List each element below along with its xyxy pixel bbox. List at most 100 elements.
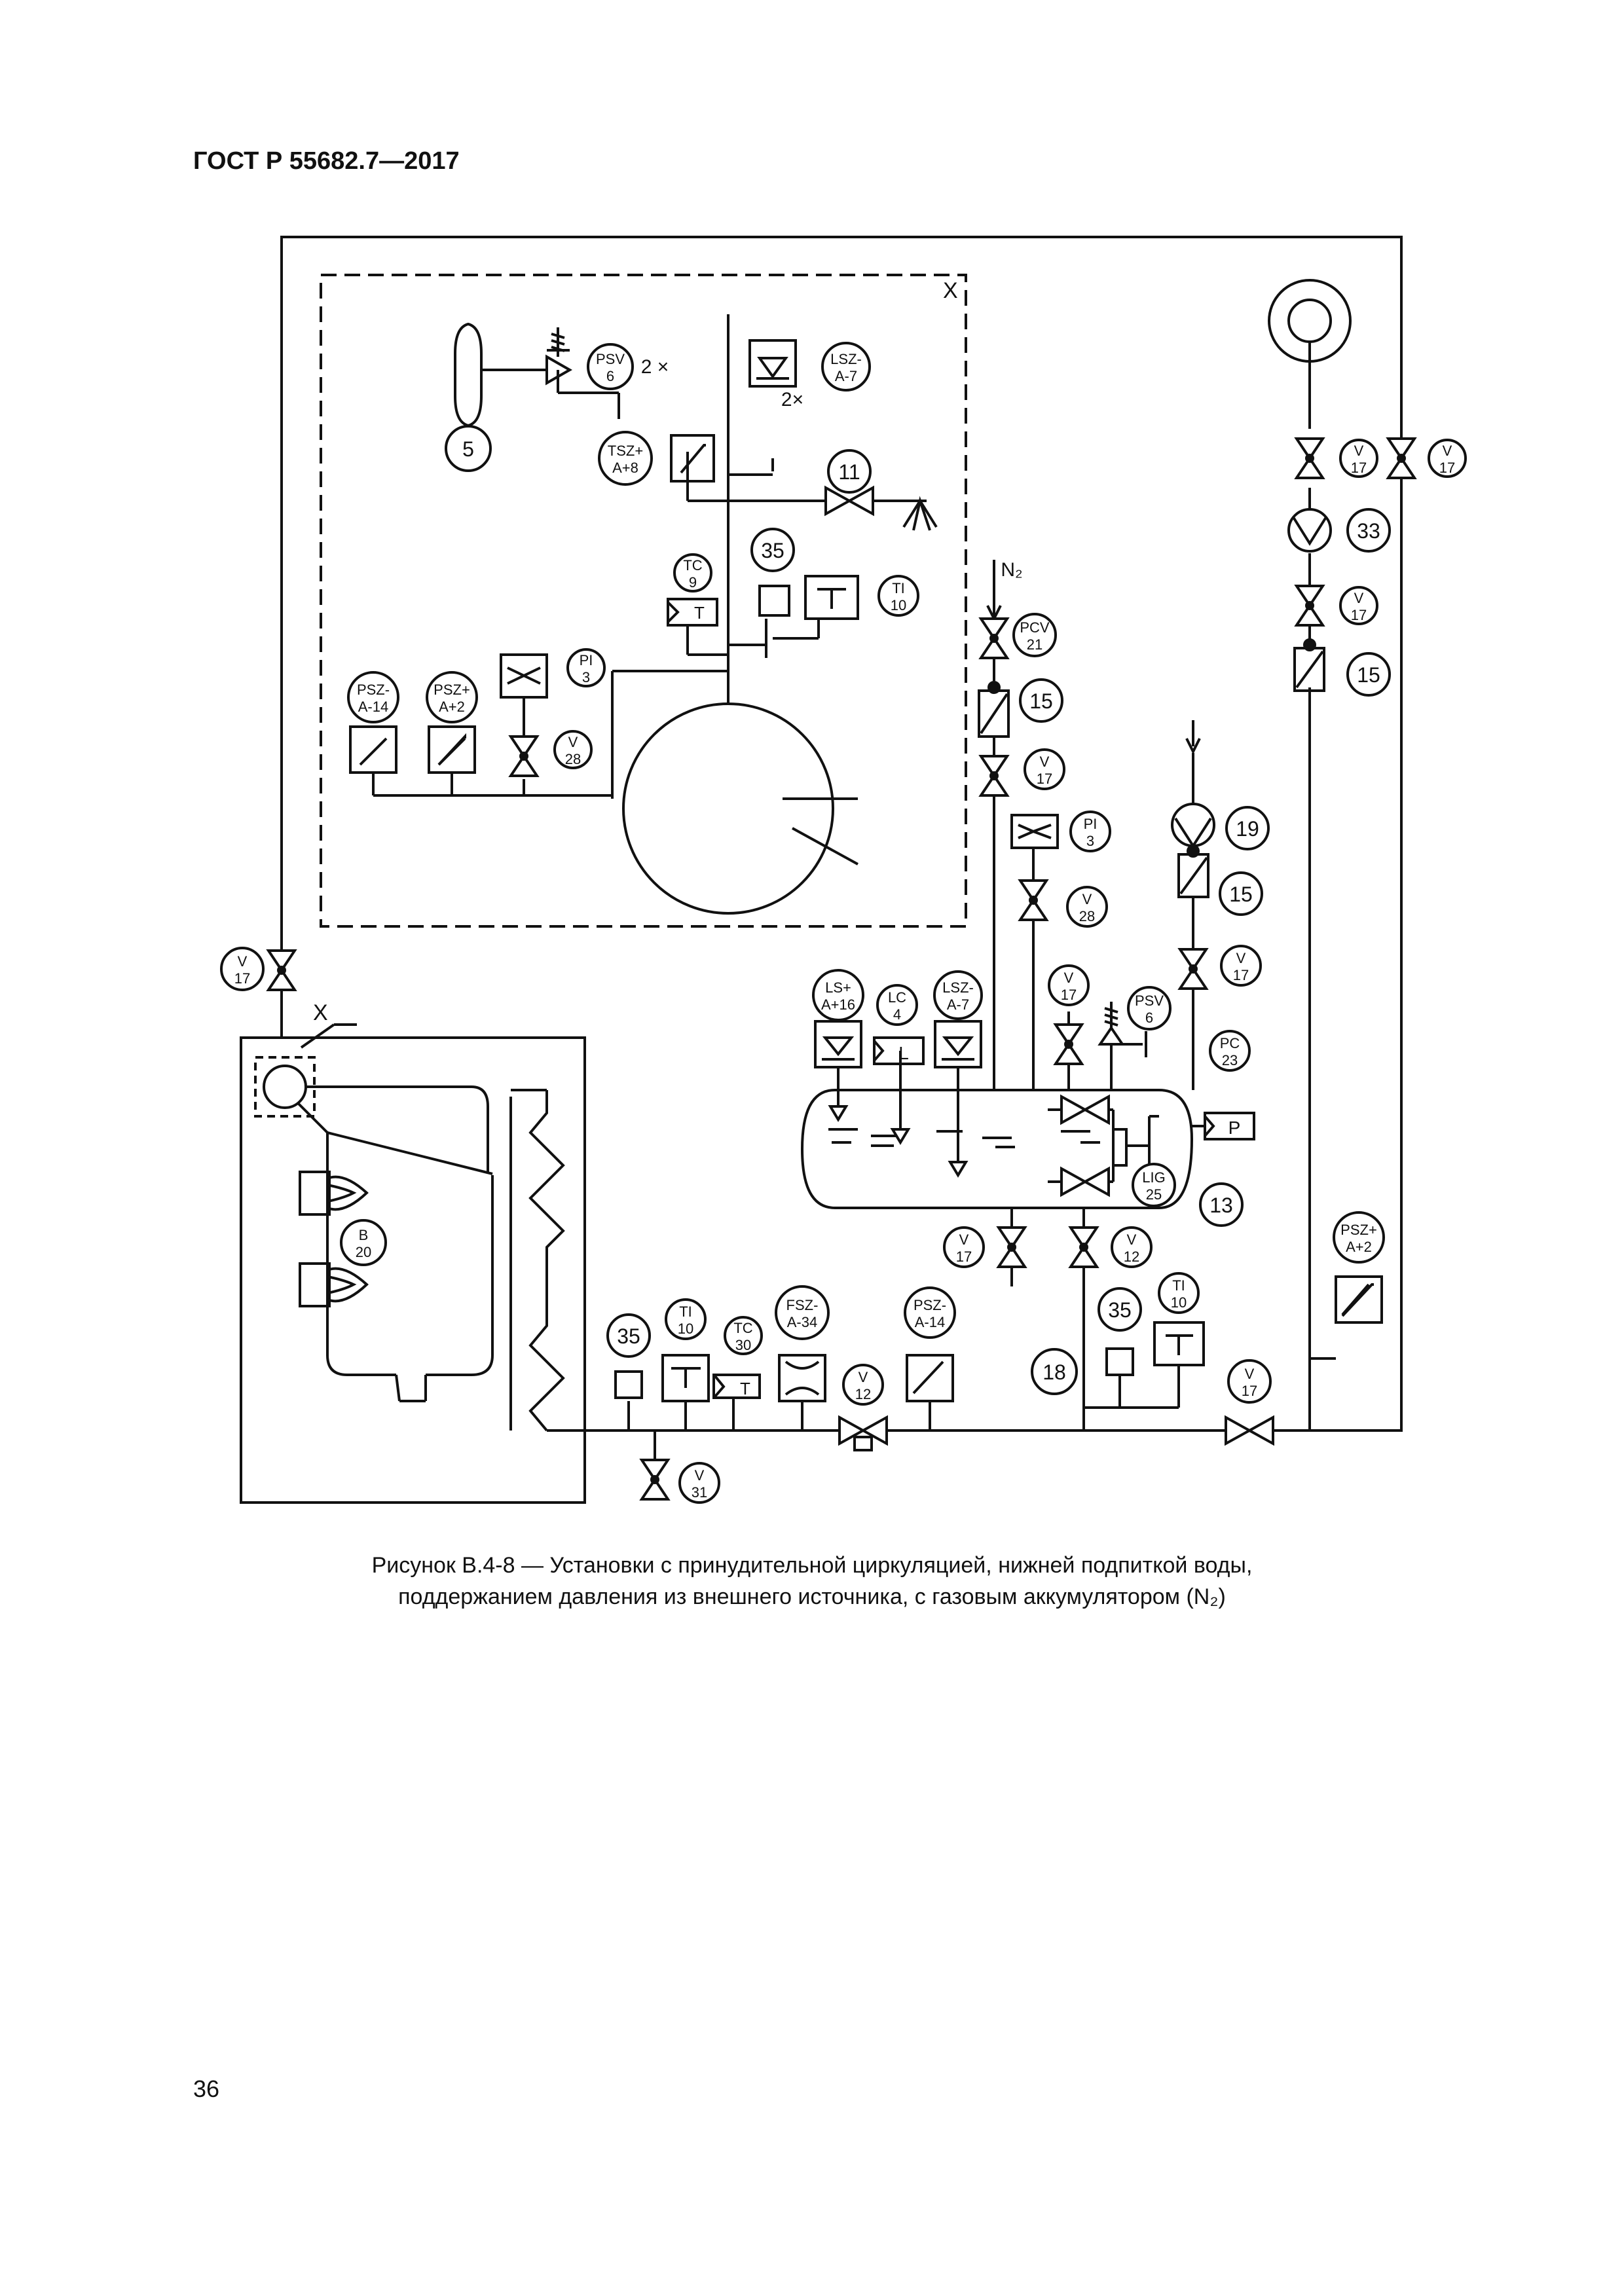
bubble-pcv21-code: PCV (1020, 619, 1050, 636)
bubble-v17-feed (1220, 945, 1262, 987)
label-2x: 2 × (641, 356, 669, 378)
bubble-pcv21-num: 21 (1027, 636, 1043, 653)
valve-11-icon (824, 485, 874, 517)
bubble-psv6 (587, 343, 634, 390)
symbol-t-tc9: T (694, 603, 705, 623)
bubble-tc30-code: TC (733, 1320, 752, 1336)
bubble-v17-feed-code: V (1236, 950, 1246, 966)
bubble-v28-n2-num: 28 (1079, 908, 1095, 924)
bubble-tsz-a8 (598, 431, 653, 486)
bubble-lc4-code: LC (888, 989, 906, 1006)
bubble-v17-far (1428, 439, 1467, 478)
page-number: 36 (193, 2075, 220, 2102)
item-5 (445, 425, 492, 472)
valve-stem-icon (1064, 1040, 1073, 1049)
bubble-psz-a14-code: PSZ- (357, 682, 390, 698)
symbol-t-tc30: T (740, 1379, 750, 1398)
bubble-fsz-a34-code: FSZ- (786, 1297, 819, 1313)
valve-stem-icon (989, 771, 999, 780)
bubble-psz-a2-code: PSZ+ (434, 682, 470, 698)
valve-stem-icon (1305, 601, 1314, 610)
bubble-v17-drain-code: V (959, 1231, 969, 1248)
bubble-psz-a2-num: A+2 (439, 699, 465, 715)
label-n2: N₂ (1001, 559, 1022, 581)
bubble-v17-top-num: 17 (1061, 987, 1077, 1003)
item-33-label: 33 (1357, 519, 1380, 543)
item-18 (1031, 1348, 1078, 1395)
bubble-v17-far-num: 17 (1439, 460, 1455, 476)
item-13-label: 13 (1209, 1194, 1233, 1217)
bubble-pcv21 (1012, 613, 1057, 657)
bubble-v17-n2 (1024, 748, 1065, 790)
item-11-label: 11 (838, 460, 860, 484)
bubble-psz-a14-bottom-num: A-14 (915, 1314, 945, 1330)
bubble-v17-return-num: 17 (1242, 1383, 1257, 1399)
bubble-v17-pump-code: V (1354, 590, 1364, 606)
bubble-v17-top (1048, 964, 1090, 1006)
label-2x-b: 2× (781, 389, 803, 410)
bubble-v28-box-code: V (568, 734, 578, 750)
bubble-tsz-a8-num: A+8 (612, 460, 638, 476)
bubble-ti10-num: 10 (891, 597, 906, 613)
bubble-psz-a14-bottom (904, 1286, 956, 1339)
valve-v12-main-icon (838, 1415, 888, 1446)
bubble-v31-num: 31 (692, 1484, 707, 1501)
valve-stem-icon (989, 634, 999, 643)
bubble-b20-num: 20 (356, 1244, 371, 1260)
bubble-v12-drain-num: 12 (1124, 1248, 1139, 1265)
bubble-ti10-right (1158, 1272, 1200, 1314)
valve-actuator-icon (853, 1436, 873, 1451)
bubble-v17-return-code: V (1245, 1366, 1255, 1382)
bubble-lsz-a7-drum-code: LSZ- (942, 979, 974, 996)
item-15-feed (1219, 871, 1263, 916)
item-33 (1346, 508, 1391, 553)
bubble-tsz-a8-code: TSZ+ (608, 443, 643, 459)
bubble-ti10-right-num: 10 (1171, 1294, 1187, 1311)
bubble-v12-main-num: 12 (855, 1386, 871, 1402)
expansion-vessel-5 (454, 322, 620, 429)
bubble-v12-drain (1111, 1226, 1153, 1268)
bubble-b20-code: B (359, 1227, 369, 1243)
bubble-v17-left-code: V (238, 953, 248, 970)
item-19-label: 19 (1236, 817, 1259, 841)
symbol-p-pc23: P (1228, 1118, 1241, 1138)
valve-stem-icon (1305, 454, 1314, 463)
valve-drum-bottom-icon (1060, 1166, 1110, 1197)
bubble-ti10-right-code: TI (1172, 1277, 1185, 1294)
valve-v17-return-icon (1225, 1415, 1274, 1446)
bubble-ti10-bottom-num: 10 (678, 1321, 693, 1337)
bubble-v31-code: V (695, 1467, 705, 1484)
bubble-v12-main-code: V (858, 1369, 868, 1385)
bubble-psz-a2-right-code: PSZ+ (1340, 1222, 1377, 1238)
bubble-ls-a16-code: LS+ (825, 979, 851, 996)
bubble-v17-drain-num: 17 (956, 1248, 972, 1265)
bubble-v17-right-num: 17 (1351, 460, 1367, 476)
bubble-tc30-num: 30 (735, 1337, 751, 1353)
heating-unit-dashed-box: X (320, 274, 967, 928)
boiler-block: X (240, 1000, 586, 1504)
bubble-v28-box-num: 28 (565, 751, 581, 767)
item-35-right (1098, 1287, 1142, 1332)
item-35-bottom (606, 1313, 651, 1358)
bubble-lc4-num: 4 (893, 1006, 901, 1023)
bubble-v31 (678, 1462, 720, 1504)
bubble-psz-a14-num: A-14 (358, 699, 388, 715)
figure-caption-line1: Рисунок В.4-8 — Установки с принудительн… (371, 1553, 1253, 1578)
bubble-lsz-a7-drum (933, 970, 983, 1020)
item-35-box (750, 528, 795, 572)
valve-stem-icon (650, 1475, 659, 1484)
bubble-v12-main (842, 1364, 884, 1406)
bubble-psv6-num: 6 (606, 368, 614, 384)
bubble-lsz-a7-drum-num: A-7 (947, 996, 969, 1013)
valve-stem-icon (1079, 1243, 1088, 1252)
bubble-fsz-a34 (775, 1285, 830, 1340)
item-19 (1225, 806, 1270, 850)
bubble-pi3-n2-num: 3 (1086, 833, 1094, 849)
level-indicator-lsz (748, 339, 797, 388)
bubble-v17-left (220, 947, 265, 991)
bubble-v17-right (1339, 439, 1378, 478)
bubble-pi3-n2-code: PI (1084, 816, 1098, 832)
bubble-psv6-drum-num: 6 (1145, 1010, 1153, 1026)
bubble-v28-n2 (1066, 886, 1108, 928)
